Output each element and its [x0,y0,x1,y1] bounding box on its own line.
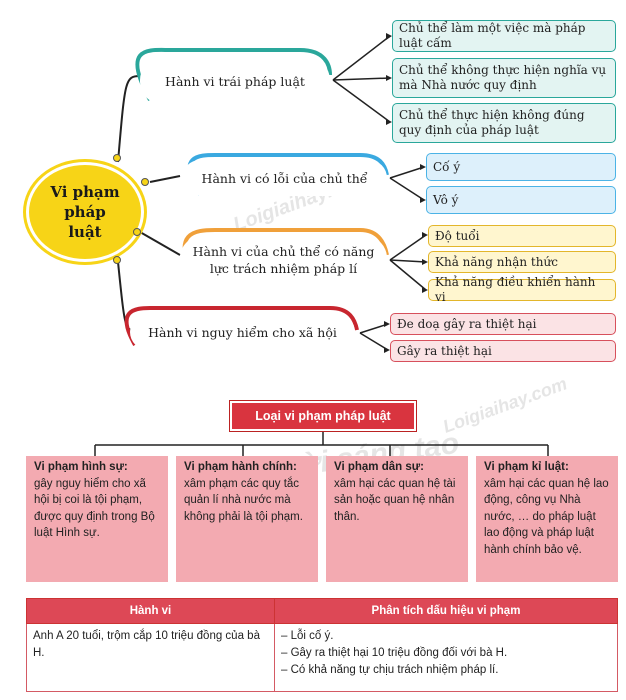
connector-dot [113,256,121,264]
center-node-label: Vi phạm pháp luật [50,183,120,241]
card-title: Vi phạm kỉ luật: [484,461,569,473]
table-header-analysis: Phân tích dấu hiệu vi phạm [274,598,618,624]
leaf-item: Khả năng điều khiển hành vi [428,275,616,304]
types-header-label: Loại vi phạm pháp luật [255,409,391,423]
card-body: gây nguy hiểm cho xã hội bị coi là tội p… [34,477,155,540]
card-body: xâm hại các quan hệ tài sản hoặc quan hệ… [334,477,456,523]
card-body: xâm hại các quan hệ lao động, công vụ Nh… [484,477,609,556]
card-body: xâm phạm các quy tắc quản lí nhà nước mà… [184,477,303,523]
table-header-behavior: Hành vi [26,598,275,624]
leaf-item: Chủ thể không thực hiện nghĩa vụ mà Nhà … [392,58,616,98]
leaf-item: Chủ thể thực hiện không đúng quy định củ… [392,103,616,143]
card-title: Vi phạm hình sự: [34,461,128,473]
connector-dot [133,228,141,236]
leaf-label: Cố ý [433,159,461,174]
card-title: Vi phạm dân sự: [334,461,424,473]
analysis-line: – Gây ra thiệt hại 10 triệu đồng đối với… [281,647,508,659]
branch-label: Hành vi có lỗi của chủ thể [201,170,368,186]
leaf-label: Chủ thể làm một việc mà pháp luật cấm [399,21,586,50]
leaf-item: Vô ý [426,186,616,214]
leaf-item: Đe doạ gây ra thiệt hại [390,313,616,335]
type-card-criminal: Vi phạm hình sự: gây nguy hiểm cho xã hộ… [26,456,168,582]
type-card-administrative: Vi phạm hành chính: xâm phạm các quy tắc… [176,456,318,582]
leaf-item: Gây ra thiệt hại [390,340,616,362]
branch-social-danger: Hành vi nguy hiểm cho xã hội [130,314,355,350]
leaf-label: Đe doạ gây ra thiệt hại [397,316,537,331]
branch-legal-capacity: Hành vi của chủ thể có năng lực trách nh… [180,236,387,284]
leaf-label: Độ tuổi [435,228,480,243]
leaf-label: Khả năng điều khiển hành vi [435,275,596,304]
connector-dot [141,178,149,186]
leaf-item: Khả năng nhận thức [428,251,616,273]
leaf-item: Cố ý [426,153,616,181]
branch-label: Hành vi của chủ thể có năng lực trách nh… [192,244,375,276]
type-card-civil: Vi phạm dân sự: xâm hại các quan hệ tài … [326,456,468,582]
type-card-disciplinary: Vi phạm kỉ luật: xâm hại các quan hệ lao… [476,456,618,582]
leaf-label: Chủ thể thực hiện không đúng quy định củ… [399,108,585,137]
analysis-line: – Lỗi cố ý. [281,630,334,642]
branch-label: Hành vi trái pháp luật [165,73,305,89]
table-cell-analysis: – Lỗi cố ý. – Gây ra thiệt hại 10 triệu … [274,623,618,692]
table-header-row: Hành vi Phân tích dấu hiệu vi phạm [26,598,618,624]
leaf-item: Độ tuổi [428,225,616,247]
connector-dot [113,154,121,162]
analysis-line: – Có khả năng tự chịu trách nhiệm pháp l… [281,664,499,676]
leaf-label: Gây ra thiệt hại [397,343,492,358]
analysis-table: Hành vi Phân tích dấu hiệu vi phạm Anh A… [26,598,618,692]
branch-illegal-behavior: Hành vi trái pháp luật [140,58,330,104]
leaf-label: Vô ý [433,192,459,207]
types-header: Loại vi phạm pháp luật [230,401,416,431]
branch-fault-behavior: Hành vi có lỗi của chủ thể [182,160,387,196]
card-title: Vi phạm hành chính: [184,461,297,473]
branch-label: Hành vi nguy hiểm cho xã hội [148,324,337,340]
leaf-label: Khả năng nhận thức [435,254,558,269]
table-cell-behavior: Anh A 20 tuổi, trộm cắp 10 triệu đồng củ… [26,623,275,692]
leaf-item: Chủ thể làm một việc mà pháp luật cấm [392,20,616,52]
table-row: Anh A 20 tuổi, trộm cắp 10 triệu đồng củ… [26,623,618,692]
leaf-label: Chủ thể không thực hiện nghĩa vụ mà Nhà … [399,63,607,92]
center-node: Vi phạm pháp luật [26,162,144,262]
